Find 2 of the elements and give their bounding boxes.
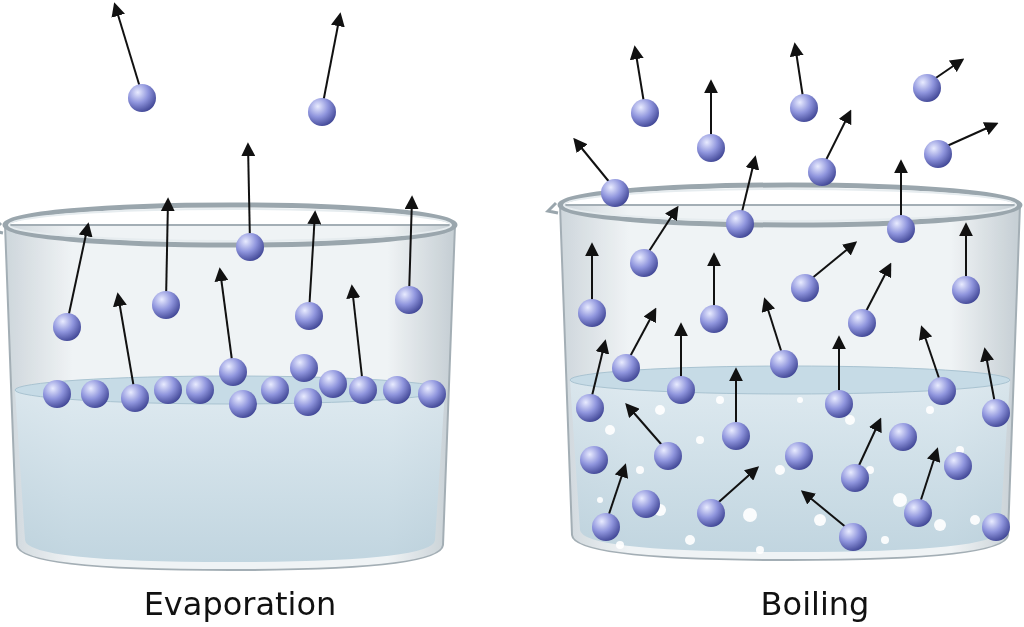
caption-text: Evaporation xyxy=(143,585,337,623)
caption-text: Boiling xyxy=(760,585,870,623)
